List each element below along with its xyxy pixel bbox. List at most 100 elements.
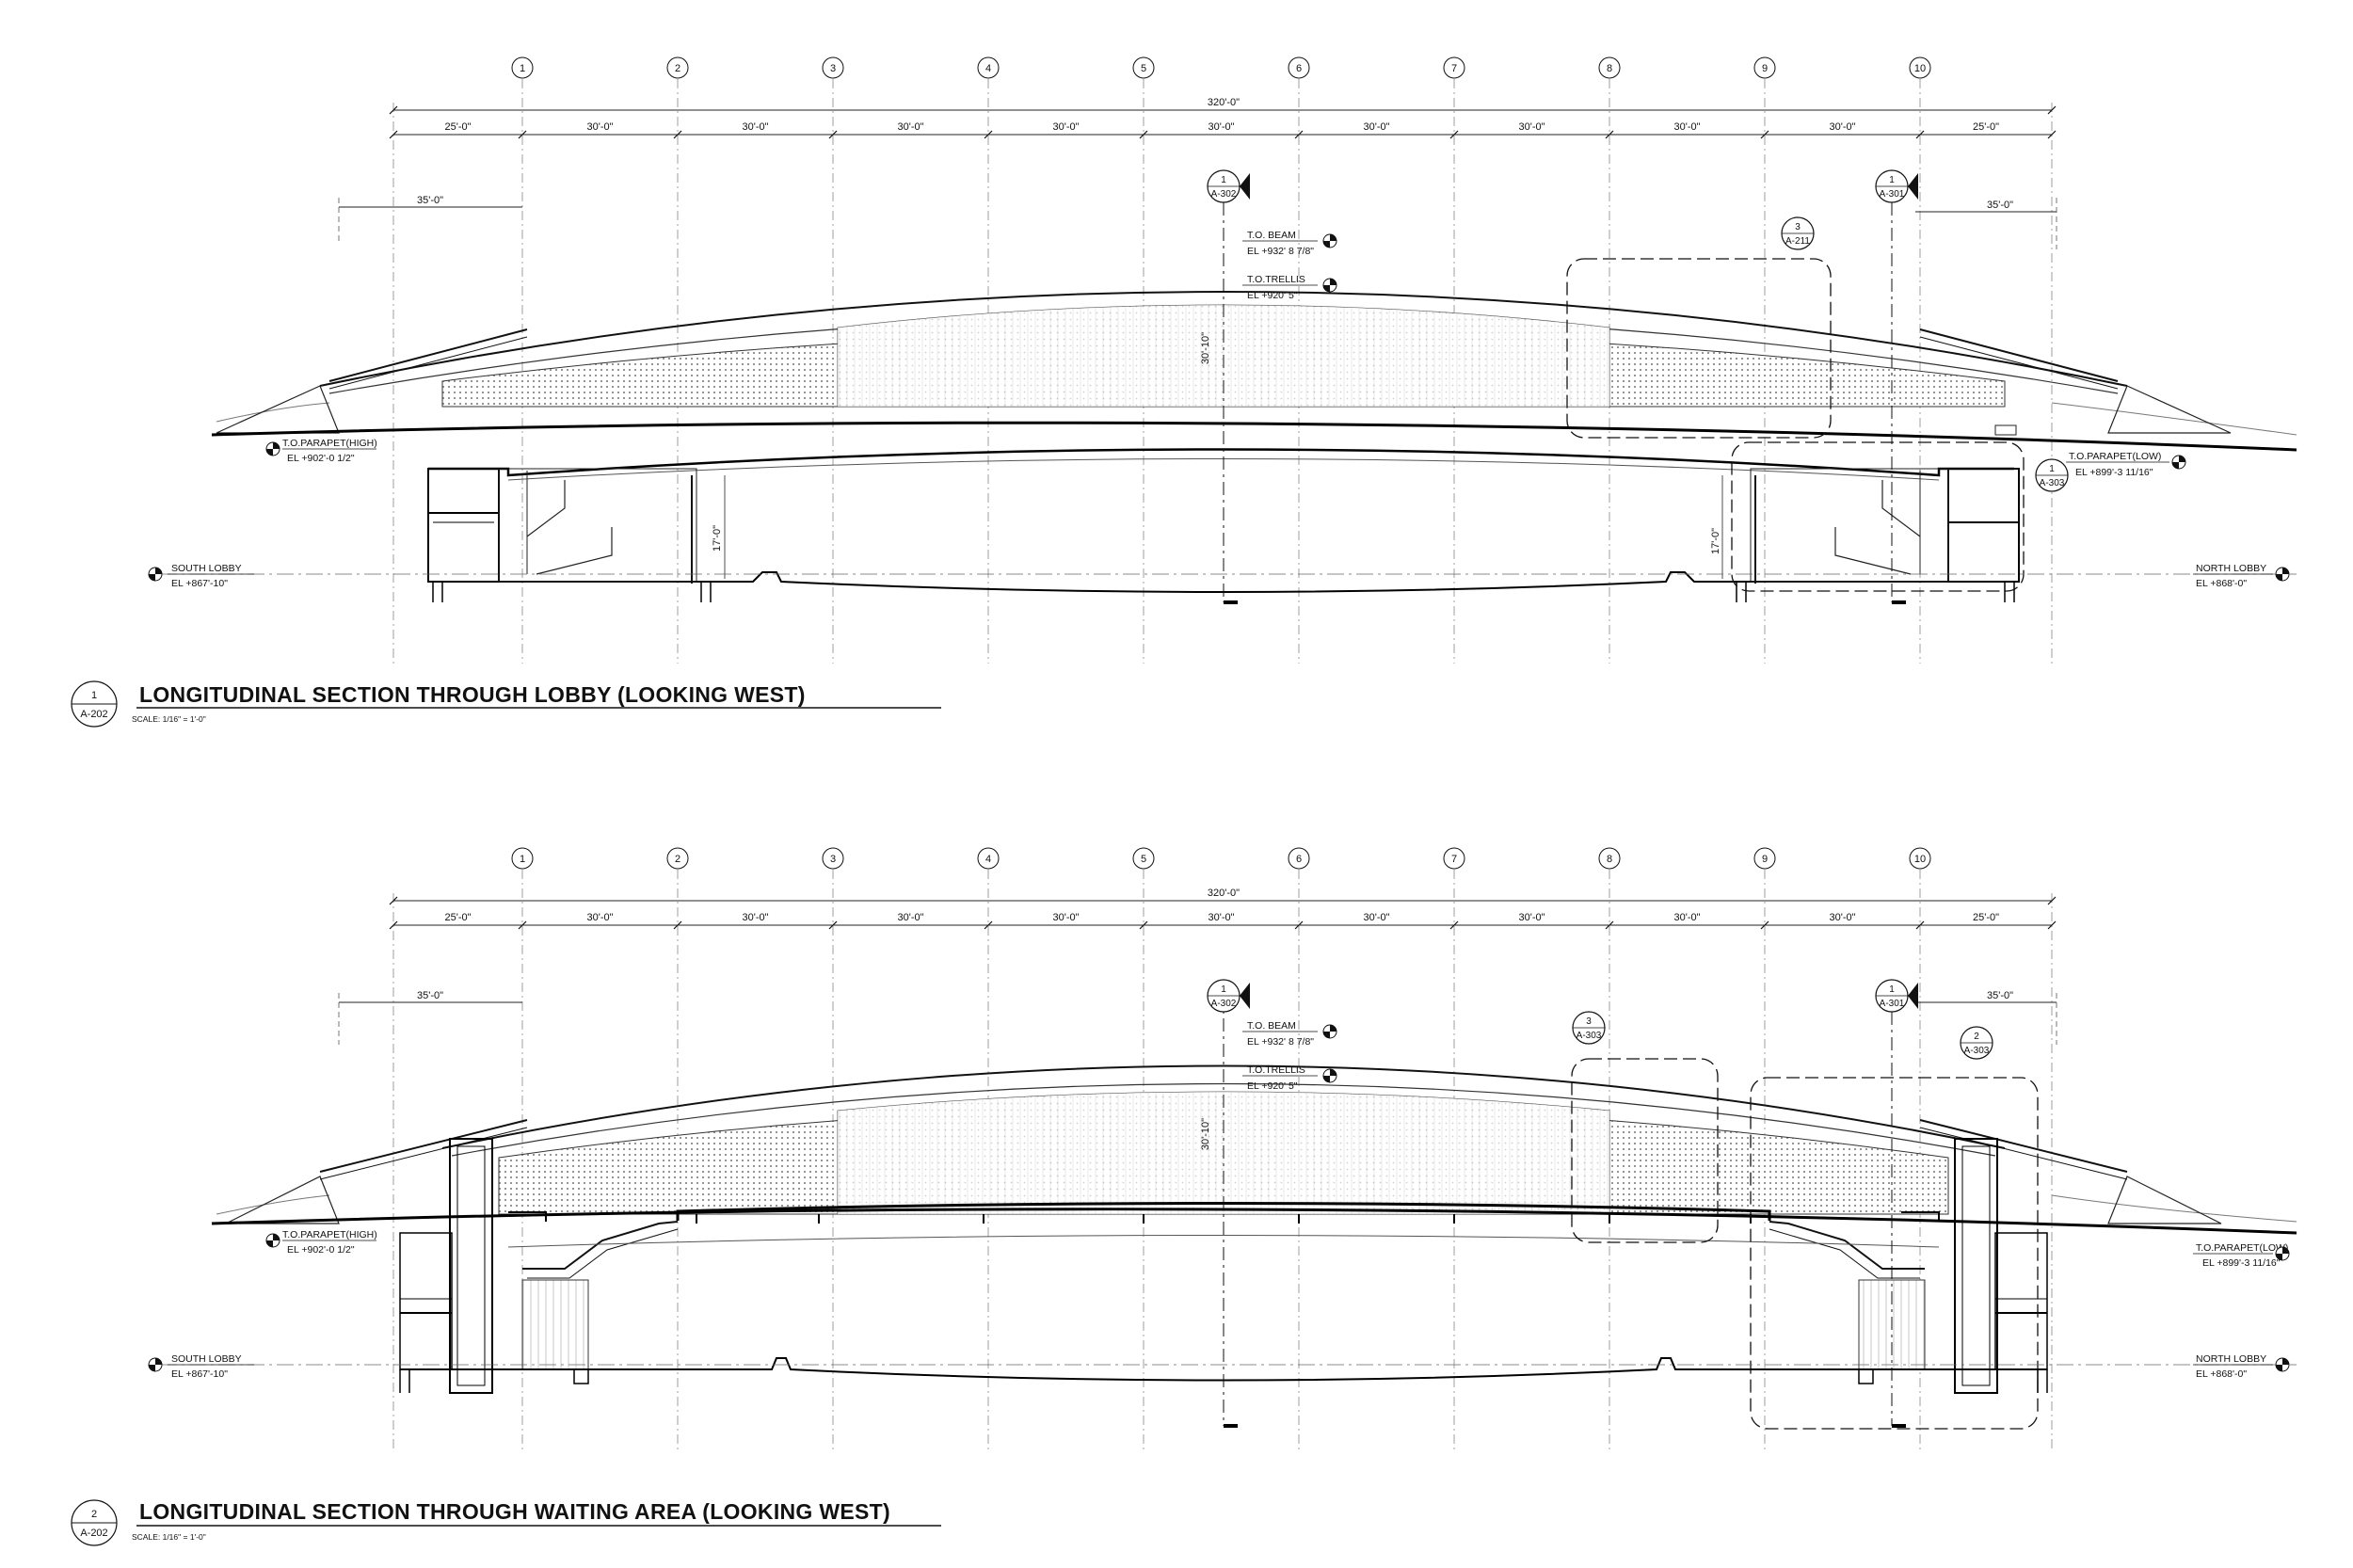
section-2-elevation-parapet-low: T.O.PARAPET(LOW) EL +899'-3 11/16": [2193, 1242, 2290, 1269]
grid-label-3: 3: [830, 63, 836, 74]
bay-dimension-11: 25'-0": [1973, 121, 1999, 133]
svg-text:A-303: A-303: [1964, 1046, 1990, 1056]
section-2-detail-tag-a303-2[interactable]: 2 A-303: [1960, 1026, 1993, 1060]
dimension-tick: [389, 920, 398, 930]
grid-bubble-2: [666, 56, 689, 79]
bay-dimension-4: 30'-0": [897, 121, 923, 133]
svg-text:3: 3: [1586, 1016, 1592, 1027]
svg-text:1: 1: [1889, 175, 1895, 185]
dimension-tick: [1294, 130, 1304, 139]
grid-bubble-5: [1132, 847, 1155, 870]
svg-text:EL +868'-0": EL +868'-0": [2196, 1368, 2247, 1380]
grid-label-8: 8: [1607, 854, 1612, 865]
section-1-interior-height-left: 17'-0": [712, 525, 723, 552]
section-1-elevation-parapet-high: T.O.PARAPET(HIGH) EL +902'-0 1/2": [265, 438, 377, 464]
svg-text:EL +932' 8 7/8": EL +932' 8 7/8": [1247, 1036, 1314, 1048]
svg-text:T.O.PARAPET(LOW): T.O.PARAPET(LOW): [2069, 451, 2161, 462]
bay-dimension-1: 25'-0": [444, 912, 471, 923]
grid-label-6: 6: [1296, 63, 1302, 74]
dimension-tick: [1294, 920, 1304, 930]
section-1-elevation-beam: T.O. BEAM EL +932' 8 7/8": [1242, 230, 1337, 257]
svg-text:1: 1: [2049, 464, 2055, 474]
svg-text:A-303: A-303: [2040, 478, 2065, 488]
svg-text:EL +920' 5": EL +920' 5": [1247, 1080, 1298, 1092]
grid-bubble-5: [1132, 56, 1155, 79]
grid-label-9: 9: [1762, 63, 1768, 74]
section-1-title-block: 1 A-202 LONGITUDINAL SECTION THROUGH LOB…: [71, 680, 941, 728]
grid-label-8: 8: [1607, 63, 1612, 74]
grid-bubble-4: [977, 847, 1000, 870]
bay-dimension-10: 30'-0": [1829, 912, 1855, 923]
grid-label-5: 5: [1141, 854, 1146, 865]
grid-bubble-1: [511, 847, 534, 870]
offset-dimension-left: 35'-0": [417, 195, 443, 206]
svg-text:1: 1: [1221, 984, 1226, 995]
svg-text:A-302: A-302: [1211, 189, 1237, 200]
offset-dimension-right-2: 35'-0": [1987, 990, 2013, 1001]
grid-bubble-4: [977, 56, 1000, 79]
section-2-sheet: A-202: [80, 1528, 107, 1539]
grid-label-10: 10: [1914, 63, 1926, 74]
grid-bubble-8: [1598, 847, 1621, 870]
section-2-elevation-beam: T.O. BEAM EL +932' 8 7/8": [1242, 1020, 1337, 1048]
grid-label-2: 2: [675, 854, 680, 865]
svg-text:A-301: A-301: [1880, 999, 1905, 1009]
section-2-roof-height: 30'-10": [1200, 1118, 1211, 1150]
offset-dimension-right: 35'-0": [1987, 200, 2013, 211]
grid-bubble-7: [1443, 56, 1465, 79]
section-2-title-block: 2 A-202 LONGITUDINAL SECTION THROUGH WAI…: [71, 1499, 941, 1546]
section-1-detail-tag-a211[interactable]: 3 A-211: [1781, 216, 1815, 250]
section-2-marker-a302[interactable]: 1 A-302: [1207, 979, 1250, 1013]
grid-bubble-3: [822, 847, 844, 870]
svg-text:EL +899'-3 11/16": EL +899'-3 11/16": [2202, 1257, 2281, 1269]
dimension-tick: [2047, 105, 2057, 115]
section-2-marker-a301[interactable]: 1 A-301: [1875, 979, 1918, 1428]
dimension-tick: [2047, 130, 2057, 139]
svg-text:EL +902'-0 1/2": EL +902'-0 1/2": [287, 1244, 355, 1256]
svg-text:A-303: A-303: [1577, 1031, 1602, 1041]
section-1-elevation-trellis: T.O.TRELLIS EL +920' 5": [1242, 274, 1337, 301]
section-1-elevation-parapet-low: T.O.PARAPET(LOW) EL +899'-3 11/16": [2066, 451, 2186, 478]
dimension-tick: [1915, 130, 1925, 139]
section-1-scale: SCALE: 1/16" = 1'-0": [132, 714, 206, 724]
dimension-tick: [984, 920, 993, 930]
bay-dimension-8: 30'-0": [1518, 912, 1545, 923]
svg-text:NORTH LOBBY: NORTH LOBBY: [2196, 563, 2266, 574]
grid-label-10: 10: [1914, 854, 1926, 865]
section-1-interior-height-right: 17'-0": [1710, 528, 1721, 554]
grid-label-7: 7: [1451, 63, 1457, 74]
svg-text:T.O.TRELLIS: T.O.TRELLIS: [1247, 274, 1305, 285]
dimension-tick: [1139, 920, 1148, 930]
bay-dimension-9: 30'-0": [1673, 912, 1700, 923]
svg-text:T.O. BEAM: T.O. BEAM: [1247, 1020, 1296, 1032]
overall-dimension: 320'-0": [1208, 97, 1240, 108]
dimension-tick: [389, 105, 398, 115]
svg-text:EL +920' 5": EL +920' 5": [1247, 290, 1298, 301]
grid-bubble-7: [1443, 847, 1465, 870]
section-1-marker-a302[interactable]: 1 A-302: [1207, 169, 1250, 203]
grid-label-7: 7: [1451, 854, 1457, 865]
grid-bubble-6: [1288, 847, 1310, 870]
section-2-detail-tag-a303-3[interactable]: 3 A-303: [1572, 1011, 1606, 1045]
section-1-detail-tag-a303[interactable]: 1 A-303: [2035, 458, 2069, 492]
section-1-number: 1: [91, 690, 97, 701]
bay-dimension-6: 30'-0": [1208, 912, 1234, 923]
dimension-tick: [1760, 920, 1769, 930]
section-1-roof-height: 30'-10": [1200, 332, 1211, 364]
svg-text:2: 2: [1974, 1032, 1979, 1042]
dimension-tick: [518, 130, 527, 139]
section-1-title: LONGITUDINAL SECTION THROUGH LOBBY (LOOK…: [139, 682, 806, 707]
svg-text:NORTH LOBBY: NORTH LOBBY: [2196, 1353, 2266, 1365]
grid-label-6: 6: [1296, 854, 1302, 865]
dimension-tick: [2047, 920, 2057, 930]
dimension-tick: [389, 896, 398, 905]
bay-dimension-5: 30'-0": [1052, 912, 1079, 923]
section-1-marker-a301[interactable]: 1 A-301: [1875, 169, 1918, 604]
bay-dimension-4: 30'-0": [897, 912, 923, 923]
section-1-elevation-north-lobby: NORTH LOBBY EL +868'-0": [2193, 563, 2290, 589]
svg-text:A-302: A-302: [1211, 999, 1237, 1009]
dimension-tick: [1760, 130, 1769, 139]
